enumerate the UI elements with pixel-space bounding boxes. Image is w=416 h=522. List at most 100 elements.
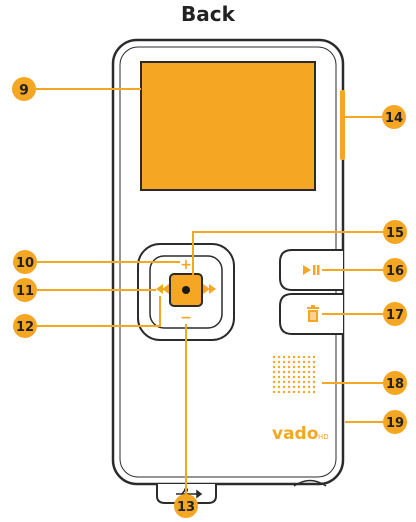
speaker-dot <box>312 390 316 394</box>
leader-line-15 <box>192 231 383 281</box>
speaker-dot <box>272 370 276 374</box>
callout-16-number: 16 <box>386 264 404 279</box>
speaker-dot <box>307 365 311 369</box>
leader-lines <box>36 88 383 501</box>
lcd-screen <box>140 61 316 191</box>
nav-plus-label[interactable]: + <box>180 257 192 273</box>
speaker-dot <box>307 390 311 394</box>
speaker-dot <box>277 385 281 389</box>
callout-19-number: 19 <box>386 416 404 431</box>
speaker-dot <box>312 370 316 374</box>
speaker-dot <box>312 360 316 364</box>
speaker-dot <box>282 360 286 364</box>
speaker-dot <box>312 385 316 389</box>
speaker-dot <box>297 370 301 374</box>
speaker-dot <box>302 380 306 384</box>
callout-13-number: 13 <box>177 500 195 515</box>
speaker-dot <box>302 370 306 374</box>
callout-17: 17 <box>383 302 407 326</box>
speaker-dot <box>292 380 296 384</box>
diagram-title: Back <box>181 2 235 26</box>
record-dot-icon <box>182 286 190 294</box>
brand-logo-suffix: HD <box>318 433 329 441</box>
speaker-dot <box>287 385 291 389</box>
speaker-dot <box>282 390 286 394</box>
brand-logo: vado <box>272 424 318 444</box>
callout-12-number: 12 <box>16 320 34 335</box>
callout-17-number: 17 <box>386 308 404 323</box>
callout-16: 16 <box>383 258 407 282</box>
callout-19: 19 <box>383 410 407 434</box>
speaker-dot <box>287 390 291 394</box>
speaker-dot <box>292 370 296 374</box>
speaker-dot <box>312 375 316 379</box>
speaker-dot <box>287 360 291 364</box>
speaker-dot <box>282 380 286 384</box>
speaker-dot <box>297 360 301 364</box>
callout-10-number: 10 <box>16 256 34 271</box>
speaker-grille <box>272 355 316 394</box>
callout-9-number: 9 <box>19 83 29 99</box>
speaker-dot <box>297 385 301 389</box>
speaker-dot <box>287 370 291 374</box>
callout-13: 13 <box>174 494 198 518</box>
play-pause-icon <box>303 265 320 275</box>
speaker-dot <box>302 385 306 389</box>
side-record-bar <box>340 90 345 160</box>
speaker-dot <box>312 355 316 359</box>
callout-14-number: 14 <box>385 111 403 126</box>
speaker-dot <box>282 370 286 374</box>
speaker-dot <box>272 360 276 364</box>
play-pause-button[interactable] <box>279 249 343 291</box>
callout-18-number: 18 <box>386 377 404 392</box>
speaker-dot <box>277 360 281 364</box>
callout-15: 15 <box>383 220 407 244</box>
speaker-dot <box>287 355 291 359</box>
trash-icon-ribs <box>310 312 316 320</box>
speaker-dot <box>277 355 281 359</box>
speaker-dot <box>302 360 306 364</box>
speaker-dot <box>292 355 296 359</box>
speaker-dot <box>312 380 316 384</box>
speaker-dot <box>297 390 301 394</box>
speaker-dot <box>307 370 311 374</box>
speaker-dot <box>302 375 306 379</box>
speaker-dot <box>292 390 296 394</box>
speaker-dot <box>272 355 276 359</box>
speaker-dot <box>302 365 306 369</box>
speaker-dot <box>307 375 311 379</box>
fast-forward-icon[interactable] <box>203 284 216 294</box>
speaker-dot <box>282 385 286 389</box>
speaker-dot <box>297 365 301 369</box>
callout-11: 11 <box>13 278 37 302</box>
nav-minus-label[interactable]: − <box>180 310 192 326</box>
speaker-dot <box>287 365 291 369</box>
speaker-dot <box>297 375 301 379</box>
speaker-dot <box>272 365 276 369</box>
speaker-dot <box>272 385 276 389</box>
speaker-dot <box>302 355 306 359</box>
speaker-dot <box>292 375 296 379</box>
speaker-dot <box>282 365 286 369</box>
leader-line-12 <box>37 296 161 327</box>
rewind-icon[interactable] <box>156 284 169 294</box>
strap-loop <box>293 479 327 487</box>
callout-12: 12 <box>13 314 37 338</box>
speaker-dot <box>307 380 311 384</box>
speaker-dot <box>277 380 281 384</box>
speaker-dot <box>282 375 286 379</box>
speaker-dot <box>292 385 296 389</box>
speaker-dot <box>272 380 276 384</box>
speaker-dot <box>287 375 291 379</box>
callout-11-number: 11 <box>16 284 34 299</box>
speaker-dot <box>292 365 296 369</box>
speaker-dot <box>272 390 276 394</box>
speaker-dot <box>282 355 286 359</box>
speaker-dot <box>297 380 301 384</box>
speaker-dot <box>277 375 281 379</box>
speaker-dot <box>287 380 291 384</box>
speaker-dot <box>277 365 281 369</box>
speaker-dot <box>302 390 306 394</box>
speaker-dot <box>277 370 281 374</box>
speaker-dot <box>292 360 296 364</box>
